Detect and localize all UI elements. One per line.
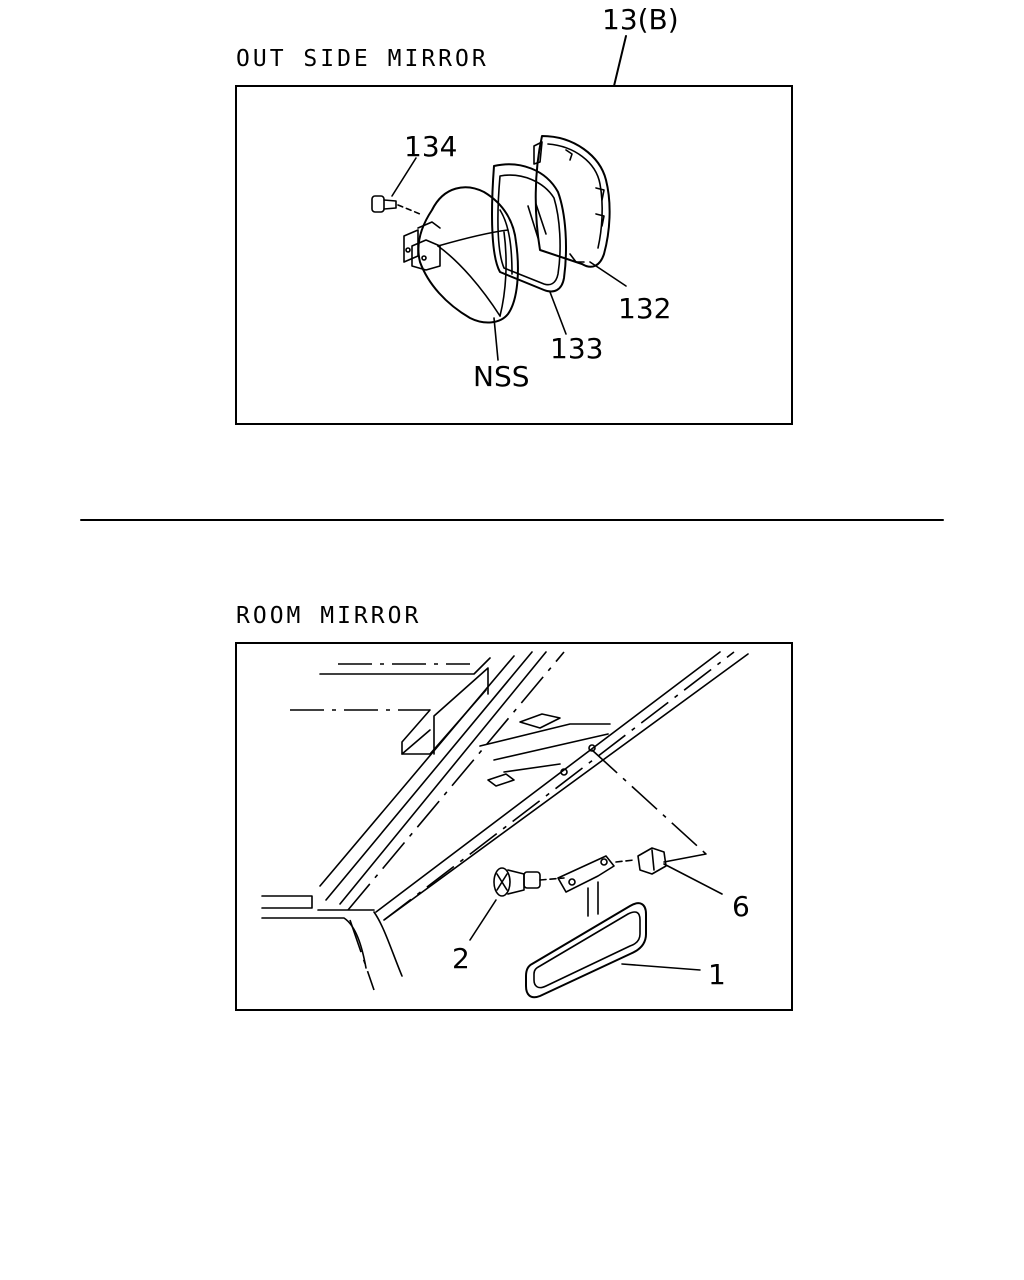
callout-1: 1 bbox=[708, 958, 726, 991]
screw-2 bbox=[493, 867, 565, 897]
callout-133: 133 bbox=[550, 332, 603, 365]
callout-nss: NSS bbox=[473, 360, 530, 393]
bolt-134 bbox=[371, 195, 421, 215]
mirror-cover-132 bbox=[533, 135, 611, 268]
room-mirror-section: ROOM MIRROR bbox=[235, 603, 793, 1011]
roof-structure bbox=[261, 651, 749, 991]
callout-2: 2 bbox=[452, 942, 470, 975]
ref-13b-label: 13(B) bbox=[602, 3, 679, 36]
outside-mirror-frame bbox=[235, 85, 793, 425]
callout-134: 134 bbox=[404, 130, 457, 163]
outside-mirror-section: OUT SIDE MIRROR 13(B) 134 NSS bbox=[235, 3, 793, 425]
leader-2 bbox=[469, 899, 497, 941]
callout-6: 6 bbox=[732, 890, 750, 923]
room-mirror-title: ROOM MIRROR bbox=[236, 603, 421, 629]
leader-133 bbox=[549, 291, 567, 335]
leader-nss bbox=[493, 317, 499, 361]
leader-132 bbox=[589, 261, 627, 287]
nut-6 bbox=[637, 847, 667, 875]
callout-132: 132 bbox=[618, 292, 671, 325]
leader-1 bbox=[621, 963, 701, 971]
leader-6 bbox=[663, 863, 723, 895]
ref-13b-leader bbox=[613, 35, 627, 87]
outside-mirror-title: OUT SIDE MIRROR bbox=[236, 46, 489, 72]
leader-134 bbox=[391, 157, 417, 197]
mirror-arm bbox=[557, 855, 635, 917]
mirror-housing-nss bbox=[403, 186, 519, 324]
room-mirror-1 bbox=[525, 902, 647, 999]
room-mirror-frame bbox=[235, 642, 793, 1011]
mirror-glass-133 bbox=[491, 163, 567, 293]
